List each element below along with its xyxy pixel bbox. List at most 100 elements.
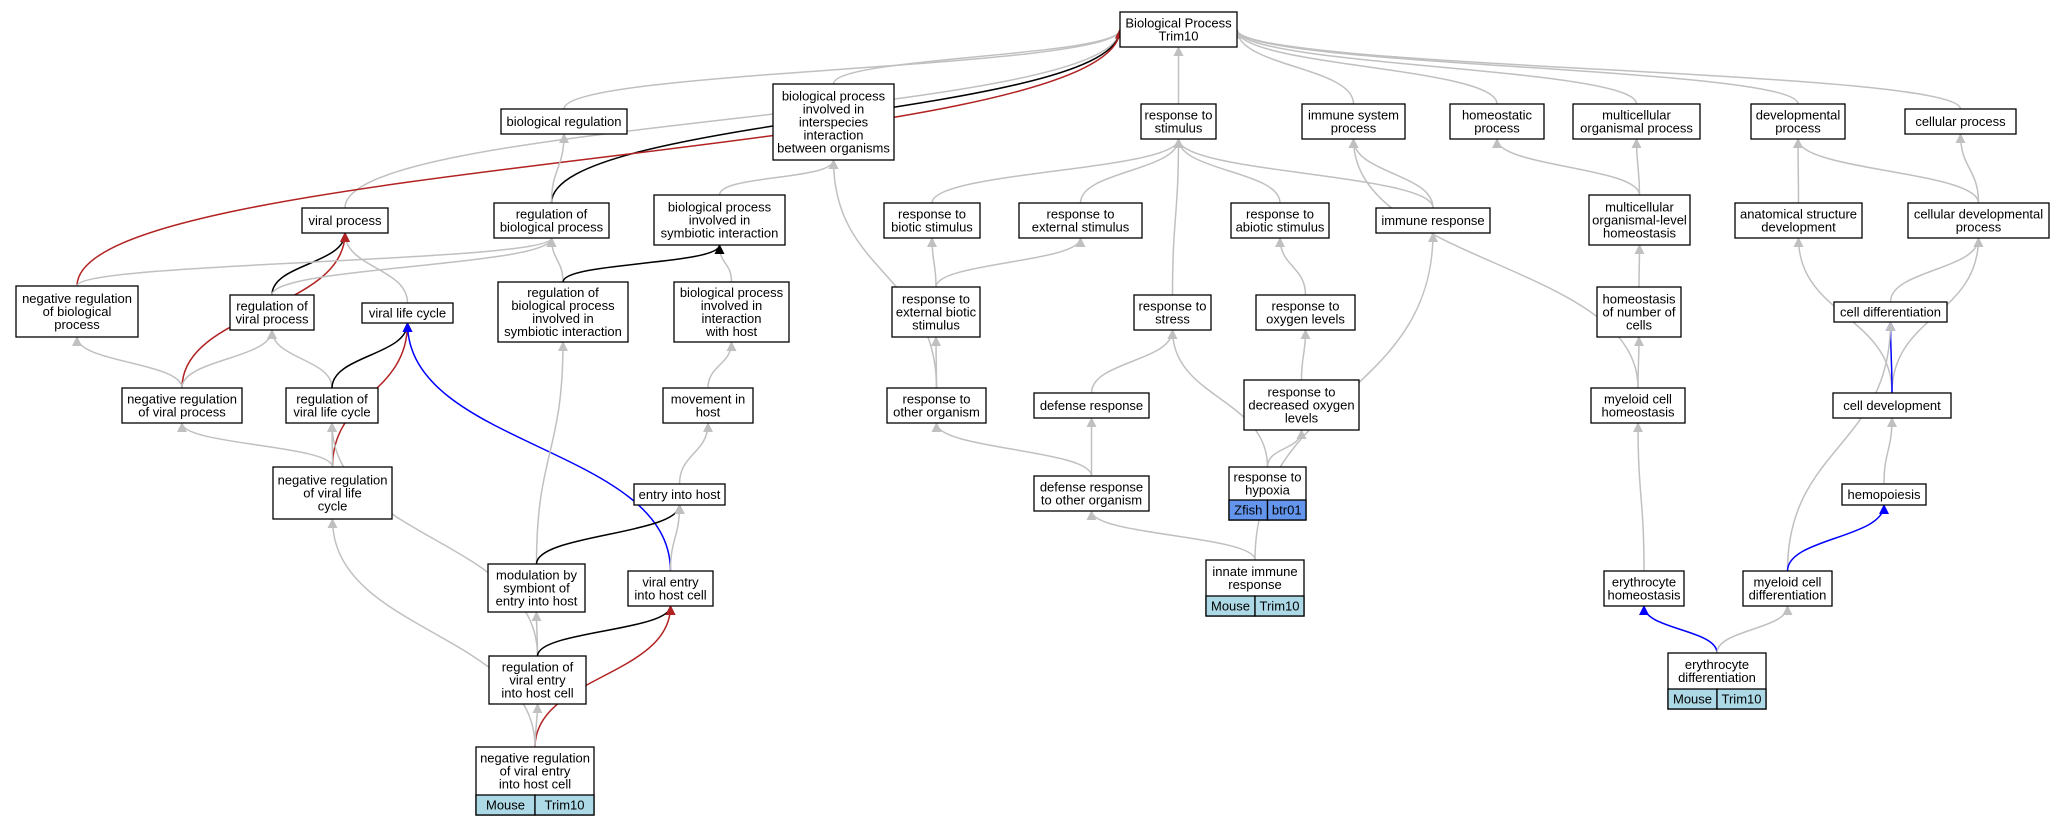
- node-label-line: of biological: [43, 304, 112, 319]
- edge-dev_proc-to-root: [1232, 28, 1799, 105]
- node-defense-resp[interactable]: defense response: [1033, 392, 1150, 419]
- node-box: [772, 83, 895, 161]
- node-imm-resp[interactable]: immune response: [1375, 207, 1491, 234]
- node-bio-reg[interactable]: biological regulation: [500, 108, 628, 135]
- species-tag-label: btr01: [1272, 503, 1302, 518]
- species-tag-cell: [1716, 688, 1767, 710]
- node-label-line: cell differentiation: [1840, 305, 1941, 320]
- edge-cell_diff-to-cell_dev_proc: [1889, 237, 1984, 303]
- edge-neg_reg_viral-to-reg_viral_proc: [181, 329, 277, 389]
- node-label-line: biotic stimulus: [891, 220, 973, 235]
- node-label-line: homeostasis: [1603, 292, 1676, 307]
- node-box: [500, 108, 628, 135]
- node-box: [1301, 103, 1406, 140]
- node-label-line: biological process: [668, 200, 772, 215]
- node-viral-proc[interactable]: viral process: [301, 207, 389, 234]
- edge-ery_diff-to-ery_homeo: [1639, 605, 1718, 654]
- node-label-line: cellular developmental: [1914, 207, 2043, 222]
- edge-reg_viral_proc-to-reg_bio_proc: [271, 237, 557, 296]
- node-label-line: of number of: [1603, 305, 1676, 320]
- node-entry-host[interactable]: entry into host: [633, 483, 726, 506]
- node-cell-development[interactable]: cell development: [1832, 392, 1952, 419]
- node-cell-diff[interactable]: cell differentiation: [1833, 301, 1948, 323]
- node-label-line: hypoxia: [1245, 483, 1291, 498]
- edge-imm_sys-to-root: [1232, 28, 1355, 105]
- node-label-line: differentiation: [1749, 588, 1827, 603]
- node-box: [285, 387, 379, 424]
- node-box: [891, 286, 981, 338]
- node-viral-life[interactable]: viral life cycle: [361, 302, 454, 324]
- node-label-line: cells: [1626, 318, 1653, 333]
- species-tag-label: Trim10: [1260, 599, 1300, 614]
- edge-resp_other_org-to-resp_ext_biotic: [931, 336, 942, 389]
- node-label-line: myeloid cell: [1754, 575, 1822, 590]
- species-tag-cell: [1266, 499, 1307, 521]
- edge-resp_decr_oxy-to-resp_oxygen: [1300, 329, 1311, 381]
- node-box: [229, 294, 315, 331]
- node-box: [1133, 294, 1212, 331]
- node-box: [1375, 207, 1491, 234]
- node-box: [493, 202, 610, 239]
- edge-reg_viral_life-to-reg_viral_proc: [267, 329, 333, 389]
- edge-resp_biotic-to-resp_stim: [931, 138, 1184, 204]
- node-hemopoiesis[interactable]: hemopoiesis: [1841, 483, 1927, 506]
- edge-reg_bio_proc-to-bio_reg: [550, 133, 569, 204]
- node-label-line: biological regulation: [507, 114, 622, 129]
- node-label-line: cell development: [1843, 398, 1941, 413]
- edge-neg_reg_entry-to-reg_viral_entry: [532, 703, 543, 748]
- node-label-line: negative regulation: [278, 473, 388, 488]
- node-box: [487, 563, 586, 613]
- edge-ery_homeo-to-myeloid_homeo: [1633, 422, 1645, 572]
- node-label-line: with host: [705, 324, 758, 339]
- node-label-line: involved in: [532, 311, 593, 326]
- node-label-line: process: [1775, 121, 1821, 136]
- species-tag-cell: [1254, 595, 1305, 617]
- node-box: [1750, 103, 1846, 140]
- edge-bp_interspecies-to-root: [832, 28, 1125, 85]
- node-cell-proc[interactable]: cellular process: [1904, 108, 2017, 135]
- node-label-line: multicellular: [1602, 108, 1671, 123]
- node-label-line: erythrocyte: [1685, 657, 1749, 672]
